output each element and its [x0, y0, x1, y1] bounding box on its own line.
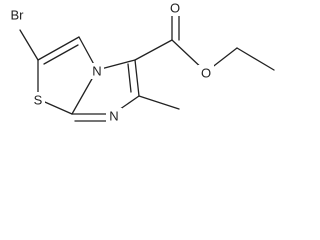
bond-c6-c5-double [127, 63, 132, 93]
atom-labels: Br S N N O O [6, 1, 214, 125]
bond-c6-c5 [134, 59, 140, 97]
atom-n-fused-label: N [92, 64, 101, 79]
bond-c2-c3-double [43, 44, 79, 65]
atom-o-carbonyl: O [167, 1, 183, 16]
bonds [19, 9, 275, 122]
atom-o-ester: O [198, 65, 214, 81]
bond-ch2-ch3 [236, 47, 275, 71]
atom-o-ester-label: O [201, 66, 211, 81]
atom-n-fused: N [90, 63, 104, 79]
bond-c5-carbonylc [134, 39, 173, 61]
atom-n-ring-label: N [109, 109, 118, 124]
bond-br-c2 [19, 29, 39, 61]
bond-c2-c3 [37, 36, 80, 61]
atom-br: Br [6, 6, 28, 23]
atom-s: S [31, 92, 45, 109]
bond-c6-methyl [138, 95, 180, 110]
atom-br-label: Br [11, 8, 25, 23]
chemical-structure: Br S N N O O [6, 0, 275, 125]
atom-s-label: S [34, 93, 43, 108]
atom-o-carbonyl-label: O [170, 1, 180, 16]
atom-n-ring: N [106, 108, 122, 125]
